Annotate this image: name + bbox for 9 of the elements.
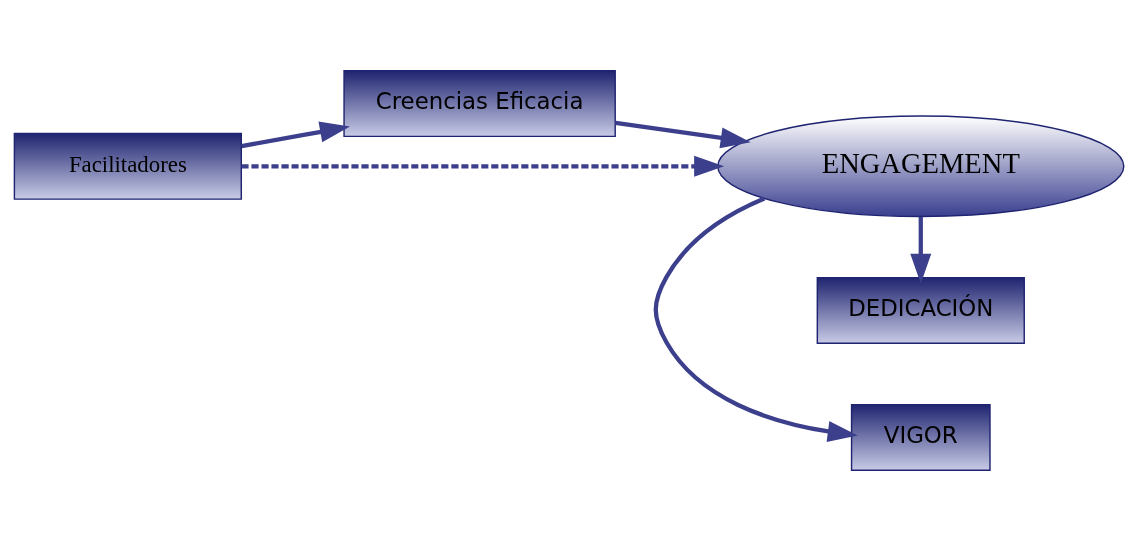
arrow [653, 196, 858, 442]
node-box: Creencias Eficacia [343, 69, 616, 137]
arrow [241, 121, 350, 148]
arrow [910, 216, 932, 284]
arrow [241, 155, 725, 177]
node-box: VIGOR [850, 403, 991, 471]
arrow [615, 120, 751, 148]
node-box: Facilitadores [13, 132, 242, 200]
node-box: DEDICACIÓN [816, 276, 1025, 344]
